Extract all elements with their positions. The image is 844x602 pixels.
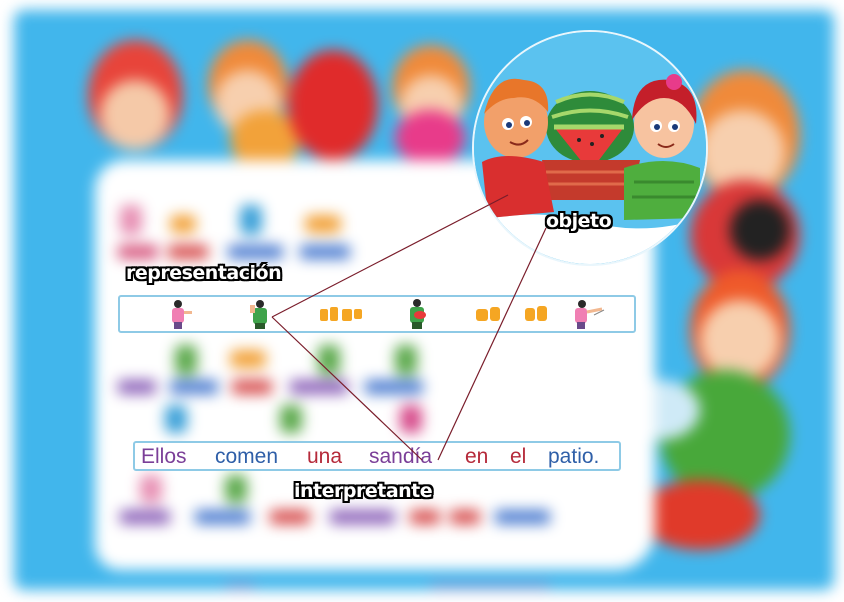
- bg-pictogram: [120, 205, 142, 235]
- bg-pictogram: [305, 215, 341, 233]
- bg-footer-text: [430, 582, 550, 590]
- word-el: el: [510, 445, 527, 468]
- line-representacion-interpretante: [271, 316, 423, 461]
- word-ellos: Ellos: [141, 445, 187, 468]
- person-pink-icon: [172, 300, 192, 329]
- child-body-3: [395, 110, 465, 165]
- bg-word: [195, 510, 250, 524]
- bg-word: [232, 380, 272, 394]
- soccer-ball: [730, 200, 790, 260]
- bg-word: [290, 380, 348, 394]
- bg-pictogram: [395, 345, 417, 375]
- bg-word: [300, 245, 350, 259]
- bg-word: [270, 510, 310, 524]
- kids-watermelon-image: [474, 32, 706, 264]
- bg-pictogram: [240, 205, 262, 235]
- bg-pictogram: [400, 405, 422, 433]
- bg-pictogram: [230, 350, 266, 368]
- apple-shape: [288, 50, 378, 160]
- line-objeto-interpretante: [437, 227, 547, 461]
- bg-pictogram: [175, 345, 197, 375]
- sentence-strip: Ellos comen una sandía en el patio.: [133, 441, 621, 471]
- bg-pictogram: [280, 405, 302, 433]
- word-comen: comen: [215, 445, 279, 468]
- hands-sign-una-icon: [320, 307, 362, 321]
- person-green-eating-icon: [250, 300, 267, 329]
- bg-word: [450, 510, 480, 524]
- pictogram-row: [172, 299, 605, 329]
- word-patio: patio.: [548, 445, 600, 468]
- child-face-1: [100, 80, 170, 150]
- child-face-right-2: [700, 300, 780, 380]
- person-holding-watermelon-icon: [410, 299, 426, 329]
- bg-pictogram: [225, 475, 247, 503]
- label-representacion: representación: [126, 262, 282, 284]
- object-circle: [472, 30, 708, 266]
- bg-word: [120, 510, 170, 524]
- bg-word: [365, 380, 423, 394]
- person-pointing-icon: [575, 300, 605, 329]
- bg-word: [170, 380, 218, 394]
- bg-word: [118, 245, 158, 259]
- bg-word: [168, 245, 208, 259]
- label-objeto: objeto: [546, 210, 612, 232]
- bg-word: [228, 245, 283, 259]
- child-shoes: [640, 480, 760, 550]
- pictogram-strip: [118, 295, 636, 333]
- bg-pictogram: [140, 475, 162, 503]
- hands-sign-en-icon: [476, 307, 500, 321]
- bg-pictogram: [318, 345, 340, 375]
- bg-word: [118, 380, 156, 394]
- word-sandia: sandía: [369, 445, 433, 468]
- bg-pictogram: [165, 405, 187, 433]
- bg-word: [410, 510, 440, 524]
- hands-sign-el-icon: [525, 306, 547, 321]
- word-en: en: [465, 445, 489, 468]
- bg-pictogram: [170, 215, 196, 233]
- bg-word: [330, 510, 395, 524]
- label-interpretante: interpretante: [294, 480, 433, 502]
- bg-word: [495, 510, 550, 524]
- word-una: una: [307, 445, 343, 468]
- bg-footer-text: [225, 582, 255, 590]
- line-representacion-objeto: [271, 194, 509, 318]
